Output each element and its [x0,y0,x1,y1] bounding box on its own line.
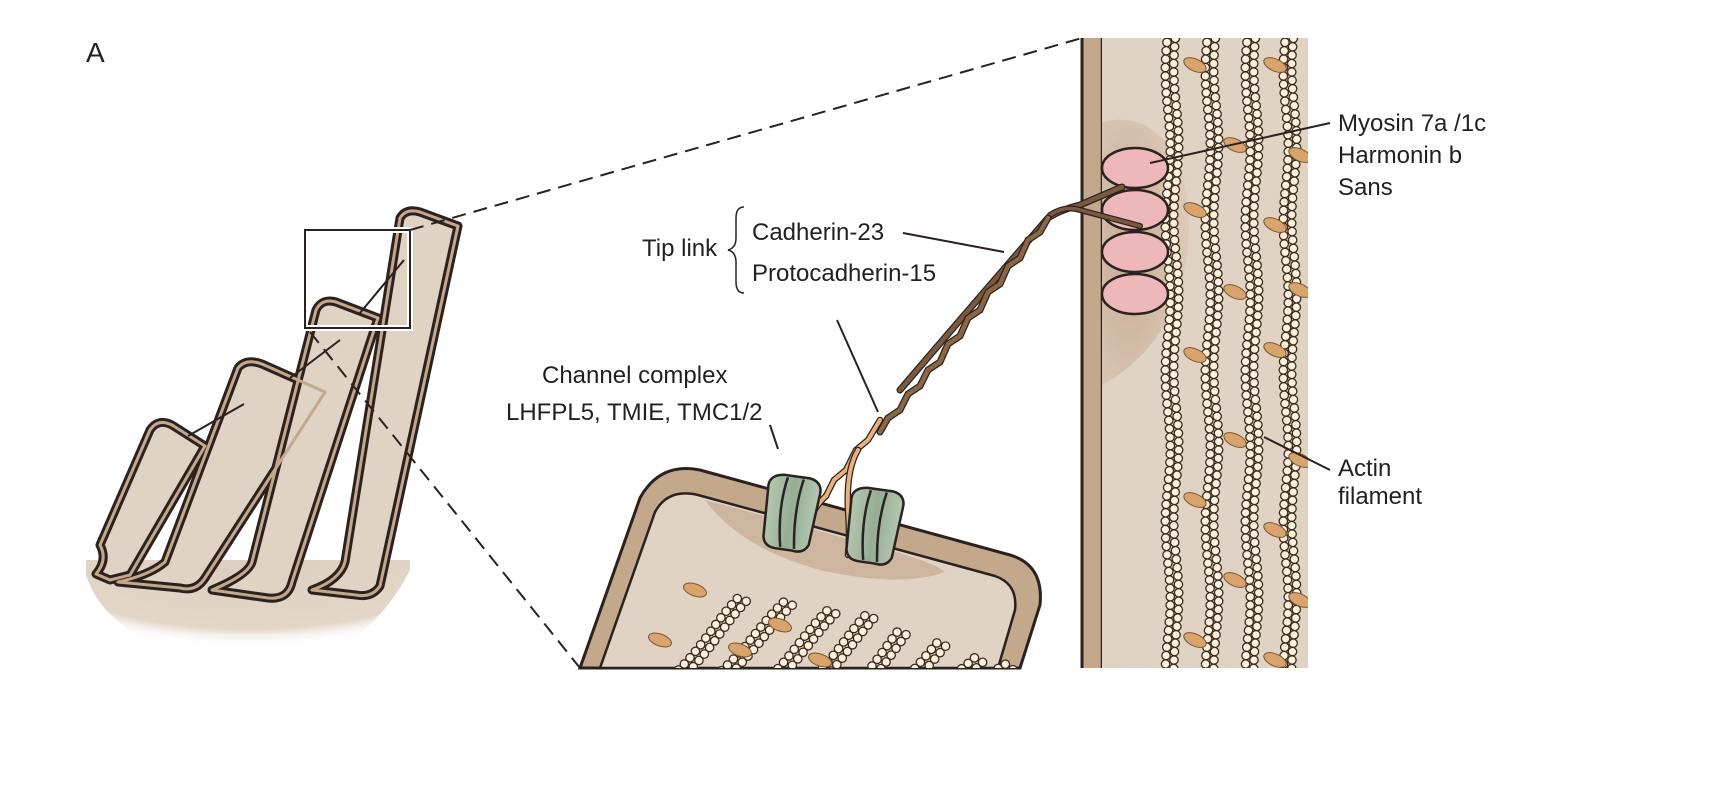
actin-crosslinker [1183,492,1207,508]
inset-actin-filament [985,659,1018,668]
actin-crosslinker [1288,147,1308,163]
actin-crosslinker [1263,342,1287,358]
channel-complex-1 [762,473,822,553]
tip-link-brace [727,206,745,294]
myosin-label: Myosin 7a /1c [1338,110,1486,137]
actin-leader [1263,436,1331,471]
inset-actin-filament [673,593,752,668]
myosin-complex-1 [1100,146,1170,190]
tip-link-label: Tip link [642,235,718,262]
inset-actin-crosslinker [648,632,672,648]
inset-actin-filament [817,610,879,668]
actin-crosslinker [1288,592,1308,608]
overview-tip-link-1 [187,403,245,437]
actin-filament [1200,38,1224,668]
actin-filament [1278,38,1302,668]
channel-leader [769,424,779,450]
actin-crosslinker [1288,282,1308,298]
myosin-complex-3 [1100,230,1170,274]
actin-label: Actin [1338,455,1391,482]
hair-bundle-overview [86,206,463,668]
overview-tip-link-3 [359,259,405,314]
channel-complex-2 [845,486,905,566]
inset-actin-filament [773,605,841,668]
zoom-guide-lines [309,37,1083,669]
protocadherin-leader [836,319,879,413]
inset-actin-crosslinker [683,582,707,598]
protocadherin-15-label: Protocadherin-15 [752,260,936,287]
inset-actin-filament [956,653,988,668]
annotations: Tip link Cadherin-23 Protocadherin-15 Ch… [506,110,1486,510]
myosin-leader [1149,122,1331,164]
inset-actin-filament [909,638,951,668]
cadherin-23-label: Cadherin-23 [752,219,884,246]
myosin-complex-4 [1100,272,1170,316]
actin-crosslinker [1223,572,1247,588]
sans-label: Sans [1338,174,1393,201]
actin-crosslinker [1183,57,1207,73]
actin-crosslinker [1183,632,1207,648]
inset-actin-filaments [648,582,1018,668]
inset-actin-filament [861,627,911,668]
channel-complex-label: Channel complex [542,362,727,389]
myosin-harmonin-sans-complex [1100,146,1170,316]
actin-filament-bundle [1160,38,1308,668]
harmonin-label: Harmonin b [1338,142,1462,169]
channel-complex [762,473,905,566]
panel-label: A [86,37,105,68]
filament-label: filament [1338,483,1422,510]
channel-complex-members-label: LHFPL5, TMIE, TMC1/2 [506,399,763,426]
actin-crosslinker [1183,347,1207,363]
actin-crosslinker [1263,217,1287,233]
inset-actin-crosslinker [728,642,752,658]
inset-actin-crosslinker [768,617,792,633]
actin-crosslinker [1223,284,1247,300]
actin-filament [1240,38,1264,668]
inset-actin-crosslinker [808,652,832,668]
actin-crosslinker [1263,652,1287,668]
actin-crosslinker [1263,57,1287,73]
lower-stereocilium-tip [577,467,1042,670]
cadherin-leader [902,232,1005,253]
actin-crosslinker [1288,452,1308,468]
actin-crosslinker [1223,432,1247,448]
actin-crosslinker [1183,202,1207,218]
taller-stereocilium [1080,38,1308,668]
actin-crosslinker [1263,522,1287,538]
overview-tip-link-2 [289,339,341,379]
